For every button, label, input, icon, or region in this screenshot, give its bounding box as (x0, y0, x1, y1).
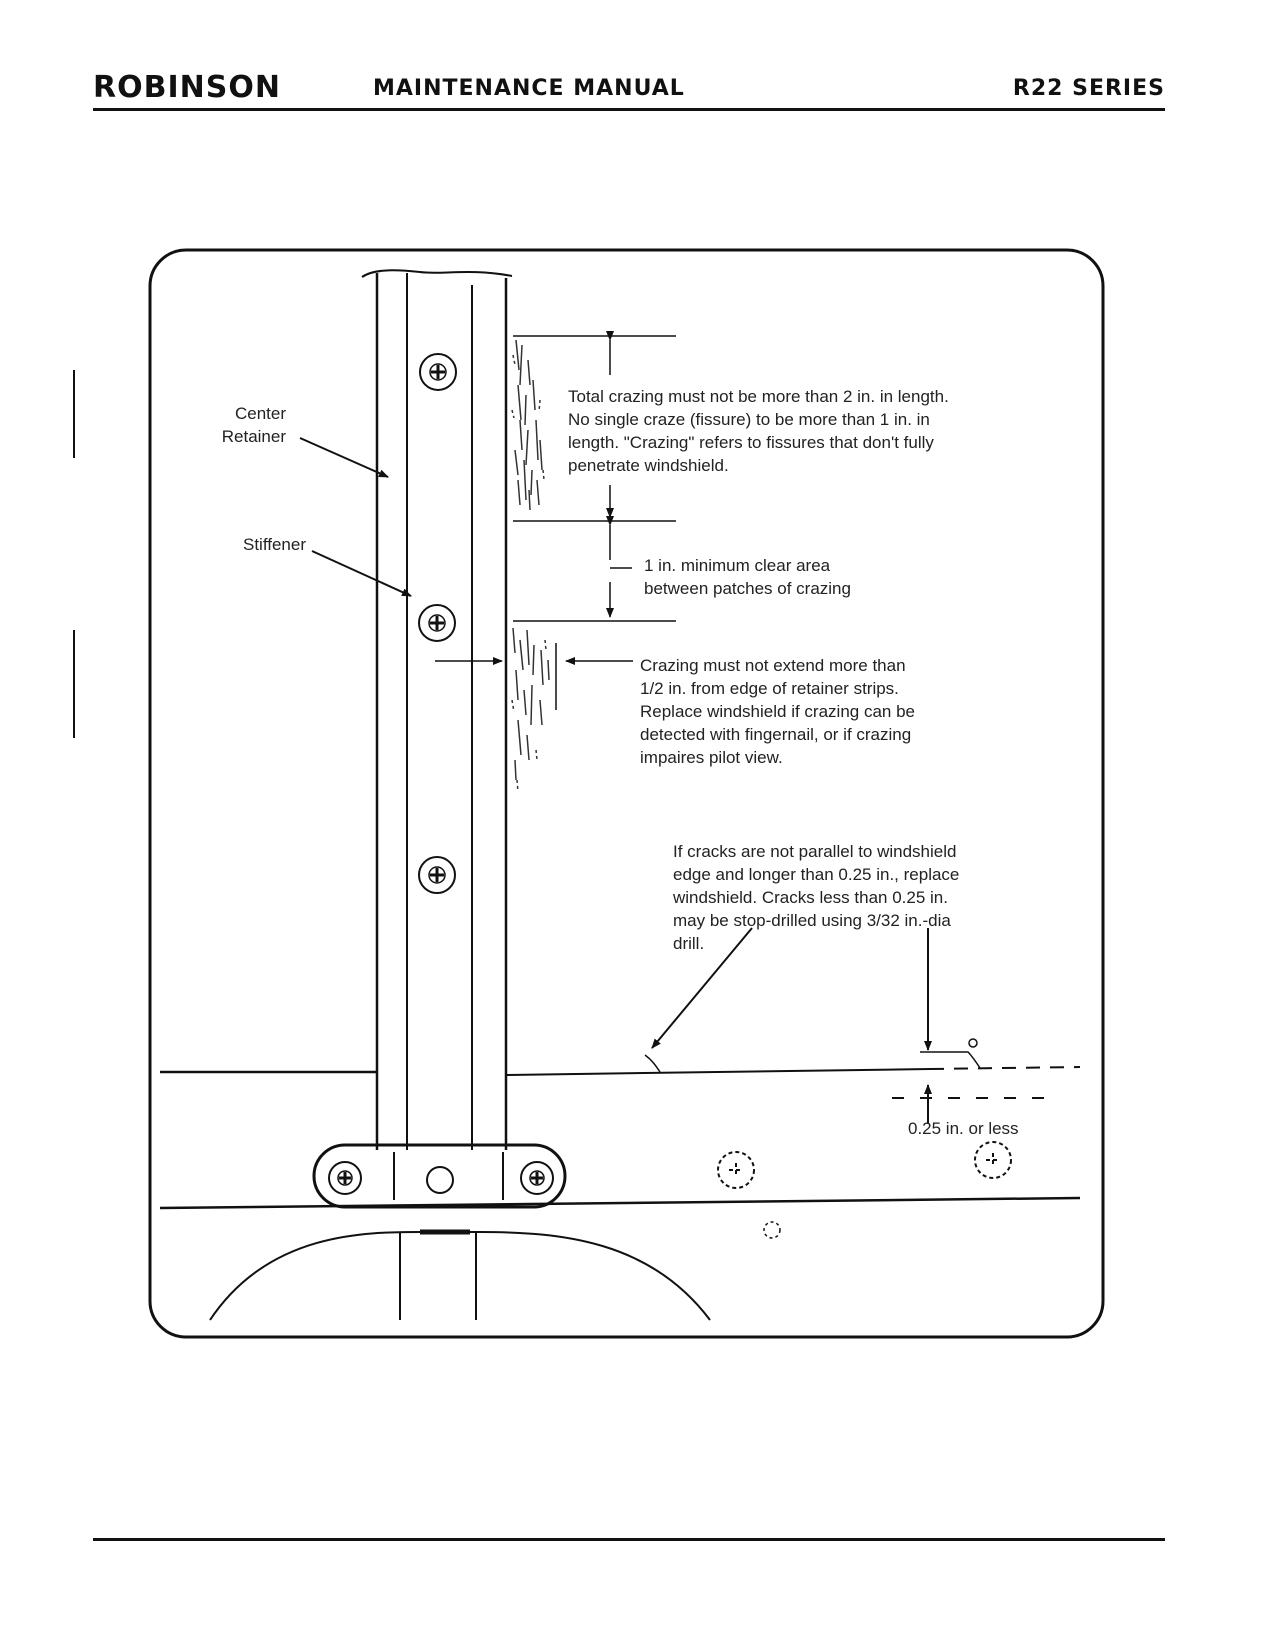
instrument-arc (209, 1230, 711, 1321)
crack-mark (920, 1051, 981, 1069)
label-center-retainer: Center Retainer (221, 404, 286, 446)
header-rule (93, 108, 1165, 111)
screw-icon (418, 856, 456, 894)
note-total-crazing: Total crazing must not be more than 2 in… (568, 387, 949, 475)
screw-icon (418, 604, 456, 642)
screw-icon (717, 1151, 755, 1189)
crazing-dimension (513, 331, 676, 622)
note-edge-distance: 0.25 in. or less (908, 1119, 1019, 1138)
crack-mark (644, 1054, 661, 1073)
screw-icon (328, 1161, 362, 1195)
stop-drill-hole (968, 1038, 978, 1048)
revision-bar (73, 630, 75, 738)
lower-frame-line (159, 1196, 1081, 1210)
windshield-edge-right (505, 1068, 931, 1076)
hinge-hole (426, 1166, 454, 1194)
manual-title: MAINTENANCE MANUAL (373, 76, 685, 101)
brand-name: ROBINSON (93, 70, 281, 105)
label-stiffener: Stiffener (242, 535, 306, 554)
crazing-patch-upper (511, 339, 545, 511)
hole-marker (763, 1221, 781, 1239)
retainer-break-line (361, 269, 513, 278)
crazing-patch-lower (511, 627, 550, 793)
page-header: ROBINSON MAINTENANCE MANUAL R22 SERIES (93, 70, 1165, 110)
retainer-bracket (312, 1143, 567, 1209)
screw-icon (974, 1141, 1012, 1179)
label-leaders (299, 437, 932, 1124)
series-label: R22 SERIES (1012, 76, 1165, 101)
windshield-edge-dashed (929, 1066, 1081, 1070)
edge-crazing-dimension (435, 643, 633, 710)
note-clear-area: 1 in. minimum clear area between patches… (644, 556, 851, 598)
screw-icon (520, 1161, 554, 1195)
figure-frame (148, 248, 1105, 1339)
footer-rule (93, 1538, 1165, 1541)
screw-icon (419, 353, 457, 391)
revision-bar (73, 370, 75, 458)
note-edge-crazing: Crazing must not extend more than 1/2 in… (640, 656, 915, 767)
note-cracks: If cracks are not parallel to windshield… (673, 842, 960, 953)
